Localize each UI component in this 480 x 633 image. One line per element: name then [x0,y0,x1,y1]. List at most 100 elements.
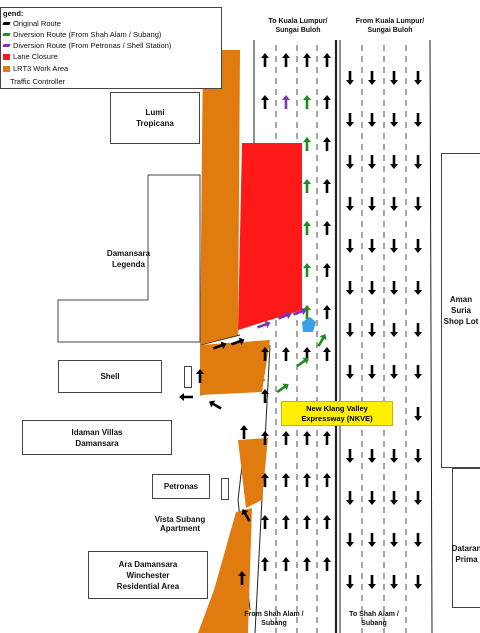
building-petronas: Petronas [152,474,210,499]
original-route-arrow [238,571,246,585]
original-route-arrow [303,557,311,571]
diversion-shah-alam-arrow [303,137,311,151]
original-route-arrow [323,263,331,277]
original-route-arrow [414,575,422,589]
original-route-arrow [368,281,376,295]
lrt3-work-area [198,50,270,633]
original-route-arrow [261,53,269,67]
diversion-shah-alam-arrow [303,221,311,235]
original-route-arrow [414,281,422,295]
original-route-arrow [368,155,376,169]
original-route-arrow [282,515,290,529]
original-route-arrow [346,449,354,463]
original-route-arrow [390,449,398,463]
flag-icon [302,317,316,332]
original-route-arrow [282,473,290,487]
legend-item-diversion-shah-alam: Diversion Route (From Shah Alam / Subang… [2,30,161,39]
building-ara-damansara: Ara Damansara Winchester Residential Are… [88,551,208,599]
original-route-arrow [414,533,422,547]
original-route-arrow [212,341,227,350]
building-vista-subang: Vista Subang Apartment [154,515,206,533]
original-route-arrow [414,365,422,379]
original-route-arrow [390,533,398,547]
diversion-shah-alam-arrow [296,357,309,368]
diversion-petronas-arrow [256,320,271,329]
original-route-arrow [414,491,422,505]
highway-label-nkve: New Klang Valley Expressway (NKVE) [281,401,393,426]
original-route-arrow [261,515,269,529]
original-route-arrow [390,491,398,505]
original-route-arrow [323,95,331,109]
original-route-arrow [323,431,331,445]
diversion-shah-alam-arrow [276,383,289,394]
original-route-arrow [368,533,376,547]
legend-item-lane-closure: Lane Closure [3,52,58,61]
arrow-layer [179,53,422,589]
diversion-shah-alam-arrow [303,263,311,277]
original-route-arrow [368,365,376,379]
original-route-arrow [390,575,398,589]
original-route-arrow [346,239,354,253]
original-route-arrow [179,393,193,401]
original-route-arrow [240,425,248,439]
original-route-arrow [346,155,354,169]
original-route-arrow [346,575,354,589]
original-route-arrow [368,197,376,211]
original-route-arrow [346,491,354,505]
legend-item-traffic-controller: Traffic Controller [10,77,66,86]
original-route-arrow [390,281,398,295]
legend-item-diversion-petronas: Diversion Route (From Petronas / Shell S… [2,41,171,50]
building-aman-suria: Aman Suria Shop Lot [441,153,480,468]
original-route-arrow [208,400,222,410]
building-idaman-villas: Idaman Villas Damansara [22,420,172,455]
original-route-arrow [323,347,331,361]
original-route-arrow [414,449,422,463]
original-route-arrow [390,365,398,379]
legend-title: gend: [3,9,24,18]
shell-kiosk [184,366,192,388]
original-route-arrow [323,473,331,487]
original-route-arrow [261,473,269,487]
building-dataran-prima: Dataran Prima [452,468,480,608]
road-lines [199,39,433,633]
direction-from-kuala-lumpur: From Kuala Lumpur/ Sungai Buloh [355,18,425,34]
original-route-arrow [261,389,269,403]
original-route-arrow [368,449,376,463]
original-route-arrow [282,557,290,571]
original-route-arrow [261,347,269,361]
original-route-arrow [261,95,269,109]
building-lumi-tropicana: Lumi Tropicana [110,92,200,144]
original-route-arrow [390,71,398,85]
petronas-kiosk [221,478,229,500]
diversion-shah-alam-arrow [303,305,311,319]
direction-to-kuala-lumpur: To Kuala Lumpur/ Sungai Buloh [268,18,328,34]
legend-box: gend: Original Route Diversion Route (Fr… [0,7,222,89]
original-route-arrow [346,533,354,547]
original-route-arrow [323,221,331,235]
diversion-shah-alam-arrow [317,333,327,347]
original-route-arrow [282,431,290,445]
original-route-arrow [368,575,376,589]
legend-item-original-route: Original Route [2,19,61,28]
original-route-arrow [323,305,331,319]
original-route-arrow [323,515,331,529]
original-route-arrow [261,431,269,445]
original-route-arrow [346,281,354,295]
original-route-arrow [414,407,422,421]
building-damansara-legenda-label: Damansara Legenda [106,248,151,269]
original-route-arrow [230,337,245,346]
original-route-arrow [303,53,311,67]
original-route-arrow [368,113,376,127]
original-route-arrow [390,155,398,169]
original-route-arrow [323,179,331,193]
original-route-arrow [196,369,204,383]
original-route-arrow [303,515,311,529]
original-route-arrow [368,323,376,337]
legend-item-lrt3-work-area: LRT3 Work Area [3,64,68,73]
original-route-arrow [414,155,422,169]
original-route-arrow [390,113,398,127]
diversion-petronas-arrow [282,95,290,109]
original-route-arrow [303,473,311,487]
